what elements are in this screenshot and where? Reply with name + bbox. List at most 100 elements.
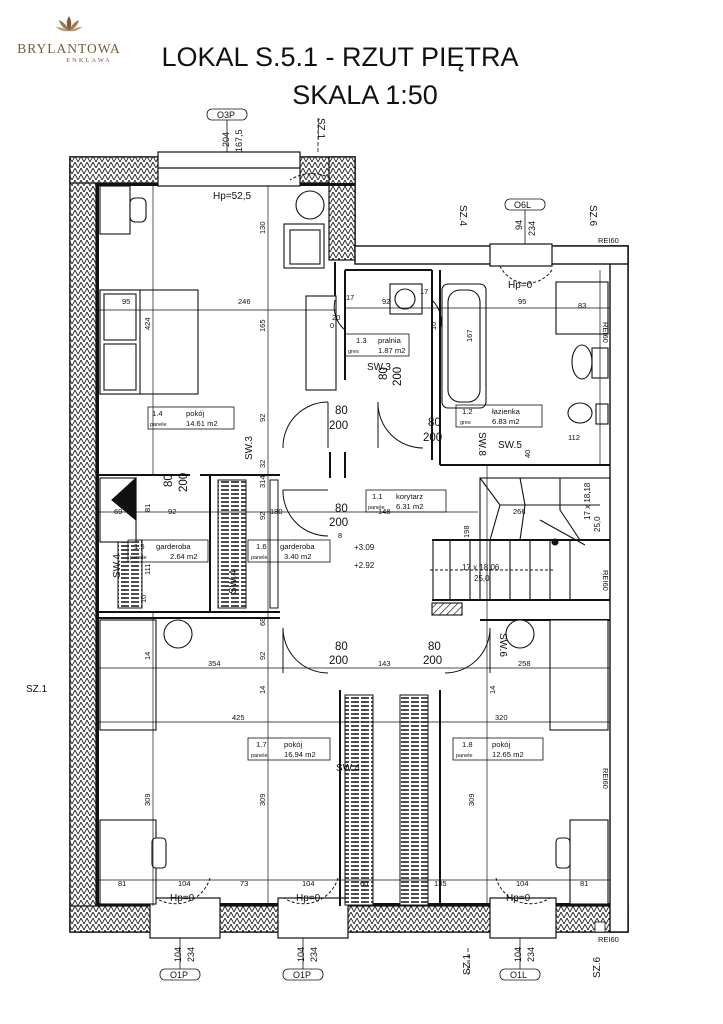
window-height: 234	[526, 947, 536, 962]
room-name-1-2: łazienka	[492, 407, 521, 416]
room-area-1-3: 1.87 m2	[378, 346, 405, 355]
dimension-value: 92	[168, 507, 176, 516]
room-number-1-3: 1.3	[356, 336, 367, 345]
dimension-value: 92	[258, 512, 267, 520]
dimension-value: 20	[332, 313, 340, 322]
room-finish-1-4: panele	[150, 422, 167, 428]
window-height: 234	[186, 947, 196, 962]
windows	[149, 151, 557, 939]
plan-scale: SKALA 1:50	[292, 80, 438, 110]
door-width: 80	[428, 641, 441, 653]
door-swings	[155, 173, 553, 905]
dimension-value: 32	[258, 460, 267, 468]
dimension-value: 60	[360, 879, 368, 888]
dimension-value: 92	[382, 297, 390, 306]
dimension-value: 167	[465, 329, 474, 342]
dimension-value: 10	[139, 595, 148, 603]
closets	[117, 479, 429, 906]
dimension-value: 73	[240, 879, 248, 888]
section-label: SZ.4	[457, 205, 468, 227]
section-label: SZ.1	[462, 953, 473, 975]
window-sill: Hp=0	[296, 893, 321, 904]
room-area-1-8: 12.65 m2	[492, 750, 524, 759]
window-sill: Hp=0	[170, 893, 195, 904]
room-label-frames	[127, 333, 544, 761]
window-label-o3p: O3P	[217, 110, 235, 120]
dimension-value: 104	[302, 879, 315, 888]
door-width: 80	[335, 503, 348, 515]
dimension-value: 111	[143, 564, 152, 575]
room-name-1-3: pralnia	[378, 336, 402, 345]
dimension-value: 314	[258, 475, 267, 488]
furniture	[99, 185, 609, 905]
room-area-1-4: 14.61 m2	[186, 419, 218, 428]
dimension-value: 68	[258, 618, 267, 626]
door-height: 200	[329, 420, 348, 432]
dimension-value: 14	[488, 686, 497, 694]
stair-steps: 17 x 18,06	[462, 563, 500, 572]
wall-type-label: SW.5	[498, 440, 522, 451]
door-height: 200	[392, 367, 404, 386]
wall-type-label: SW.6	[497, 633, 508, 657]
room-finish-1-6: panele	[251, 555, 268, 561]
brand-name: BRYLANTOWA	[17, 41, 121, 56]
room-area-1-2: 6.83 m2	[492, 417, 519, 426]
room-number-1-6: 1.6	[256, 542, 267, 551]
room-area-1-6: 3.40 m2	[284, 552, 311, 561]
window-width: 104	[513, 947, 523, 962]
dimension-value: 83	[578, 301, 586, 310]
dimension-value: 148	[378, 507, 391, 516]
room-number-1-2: 1.2	[462, 407, 473, 416]
window-width: 104	[173, 947, 183, 962]
plan-title: LOKAL S.5.1 - RZUT PIĘTRA	[161, 42, 519, 72]
stair-steps: 17 x 18,18	[583, 482, 592, 520]
dimension-value: 81	[580, 879, 588, 888]
fire-rating-label: REI60	[601, 768, 610, 789]
room-name-1-8: pokój	[492, 740, 510, 749]
room-finish-1-2: gres	[460, 420, 471, 426]
section-markers	[159, 108, 606, 981]
dimension-lines	[96, 186, 610, 906]
door-width: 80	[428, 417, 441, 429]
room-number-1-7: 1.7	[256, 740, 267, 749]
dimension-value: 425	[232, 713, 245, 722]
window-sill: Hp=0	[506, 893, 531, 904]
dimension-value: 104	[516, 879, 529, 888]
room-name-1-1: korytarz	[396, 492, 423, 501]
dimension-value: 17	[420, 287, 428, 296]
room-finish-1-3: gres	[348, 349, 359, 355]
dimension-value: 17	[346, 293, 354, 302]
window-sill: Hp=52,5	[213, 191, 252, 202]
dimension-value: 81	[143, 504, 152, 512]
dimension-value: 309	[467, 793, 476, 806]
fire-rating-label: REI60	[598, 935, 619, 944]
dimension-value: 8	[338, 531, 342, 540]
window-sill: Hp=0	[508, 280, 533, 291]
fire-rating-label: REI60	[598, 236, 619, 245]
dimension-value: 81	[118, 879, 126, 888]
wall-type-label: SW.3	[244, 436, 255, 460]
wall-type-label: SW.3	[367, 362, 391, 373]
dimension-value: 104	[178, 879, 191, 888]
room-name-1-4: pokój	[186, 409, 204, 418]
dimension-value: 130	[258, 221, 267, 234]
window-label-o1l: O1L	[510, 970, 527, 980]
room-name-1-7: pokój	[284, 740, 302, 749]
dimension-value: 198	[462, 525, 471, 538]
room-finish-1-8: panele	[456, 753, 473, 759]
window-height: 234	[309, 947, 319, 962]
dimension-value: 95	[518, 297, 526, 306]
door-height: 200	[329, 517, 348, 529]
dimension-value: 10	[429, 322, 438, 330]
dimension-value: 14	[258, 686, 267, 694]
wall-type-label: SW.4	[112, 554, 123, 578]
window-label-o1p: O1P	[170, 970, 188, 980]
door-height: 200	[329, 655, 348, 667]
window-width: 94	[514, 220, 524, 230]
dimension-value: 135	[434, 879, 447, 888]
wall-type-label: SW.8	[476, 432, 487, 456]
staircase	[430, 477, 611, 616]
brand-logo: BRYLANTOWA ENKLAWA	[10, 14, 128, 64]
door-height: 200	[423, 432, 442, 444]
dimension-value: 180	[270, 507, 283, 516]
